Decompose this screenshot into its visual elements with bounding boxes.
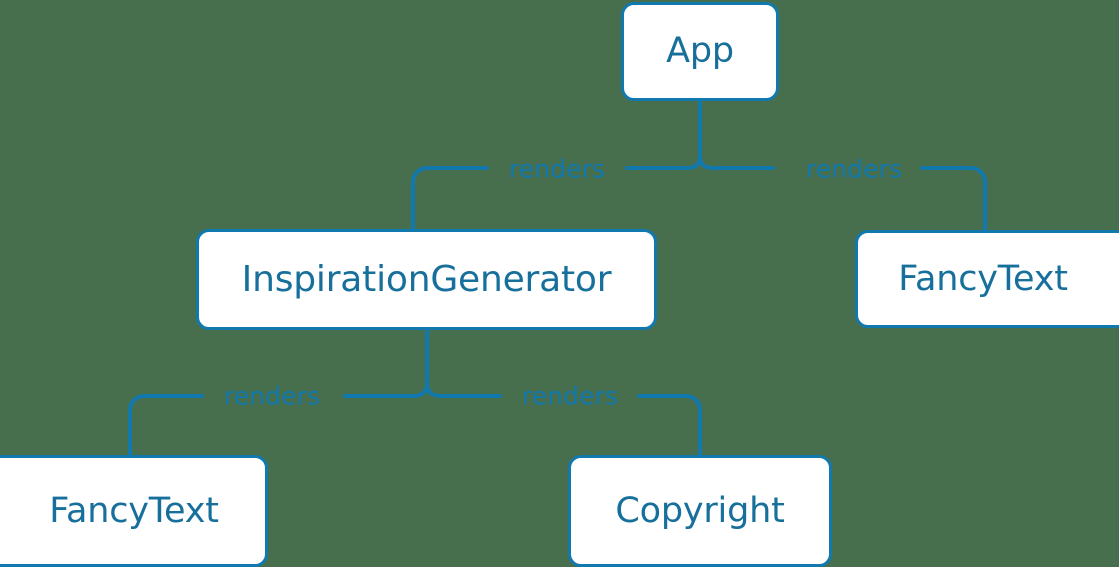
edge-inspiration-junction-left xyxy=(343,381,429,398)
node-app[interactable]: App xyxy=(621,2,779,101)
edge-app-junction-left xyxy=(625,154,702,170)
node-copyright-label: Copyright xyxy=(615,490,785,531)
node-fancytext-right[interactable]: FancyText xyxy=(855,230,1119,328)
edge-inspiration-fancytext xyxy=(128,394,204,457)
node-fancytext-bottom-label: FancyText xyxy=(49,490,219,531)
node-inspiration-generator[interactable]: InspirationGenerator xyxy=(196,229,657,330)
edge-app-fancytext xyxy=(920,166,987,232)
edge-label-app-inspiration: renders xyxy=(508,154,606,184)
node-fancytext-right-label: FancyText xyxy=(898,258,1068,299)
edge-inspiration-junction-right xyxy=(425,381,502,398)
node-inspiration-generator-label: InspirationGenerator xyxy=(241,258,612,300)
edge-label-app-fancytext: renders xyxy=(805,154,903,184)
edge-inspiration-copyright xyxy=(637,394,702,457)
node-app-label: App xyxy=(666,31,734,71)
edge-app-junction-right xyxy=(698,154,775,170)
node-fancytext-bottom[interactable]: FancyText xyxy=(0,455,268,567)
node-copyright[interactable]: Copyright xyxy=(568,455,832,567)
edge-label-inspiration-copyright: renders xyxy=(521,381,619,411)
edge-app-inspiration xyxy=(411,166,489,231)
edge-label-inspiration-fancytext: renders xyxy=(223,381,321,411)
